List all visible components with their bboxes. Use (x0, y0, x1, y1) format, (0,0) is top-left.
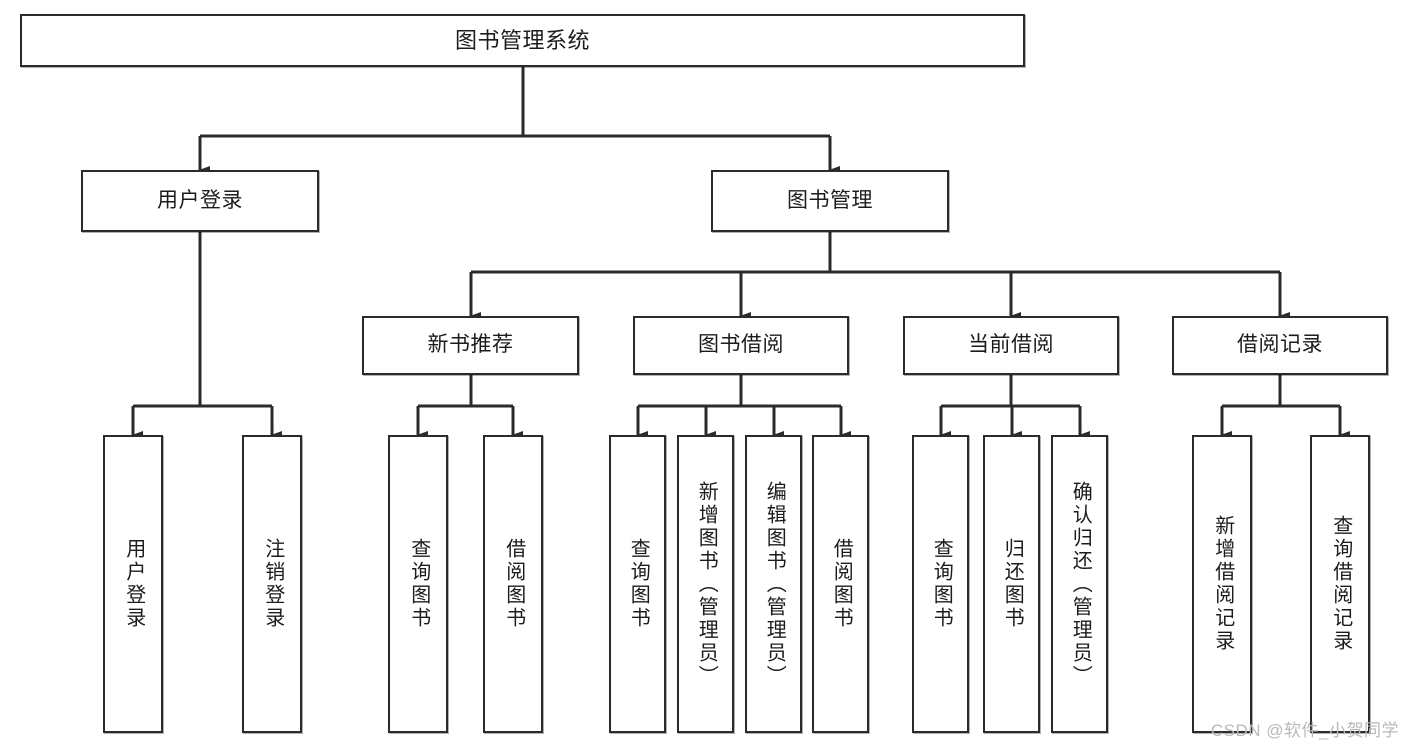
watermark: CSDN @软件_小贺同学 (1210, 721, 1399, 740)
node-l_login[interactable]: 用户登录 (103, 435, 163, 733)
node-label: 用户登录 (157, 188, 243, 212)
node-label: 归还图书 (1001, 538, 1024, 630)
node-label: 查询图书 (627, 538, 650, 630)
node-label: 查询图书 (407, 538, 430, 630)
node-label: 编辑图书（管理员） (763, 480, 786, 688)
node-c_confirm[interactable]: 确认归还（管理员） (1051, 435, 1108, 733)
node-b_add[interactable]: 新增图书（管理员） (677, 435, 734, 733)
node-r_add[interactable]: 新增借阅记录 (1192, 435, 1252, 733)
node-label: 查询借阅记录 (1329, 515, 1352, 653)
node-records[interactable]: 借阅记录 (1172, 316, 1388, 375)
node-label: 借阅图书 (502, 538, 525, 630)
node-label: 借阅图书 (830, 538, 853, 630)
node-c_return[interactable]: 归还图书 (983, 435, 1040, 733)
node-label: 用户登录 (122, 538, 145, 630)
node-label: 新增图书（管理员） (695, 480, 718, 688)
node-login[interactable]: 用户登录 (81, 170, 319, 232)
node-label: 新增借阅记录 (1211, 515, 1234, 653)
node-n_query[interactable]: 查询图书 (388, 435, 448, 733)
node-b_edit[interactable]: 编辑图书（管理员） (745, 435, 802, 733)
node-newbook[interactable]: 新书推荐 (362, 316, 579, 375)
node-label: 当前借阅 (968, 333, 1054, 357)
node-l_logout[interactable]: 注销登录 (242, 435, 302, 733)
node-label: 借阅记录 (1237, 333, 1323, 357)
node-label: 注销登录 (261, 538, 284, 630)
node-label: 确认归还（管理员） (1069, 480, 1092, 688)
node-r_query[interactable]: 查询借阅记录 (1310, 435, 1370, 733)
node-bookmgmt[interactable]: 图书管理 (711, 170, 949, 232)
node-b_query[interactable]: 查询图书 (609, 435, 666, 733)
node-label: 图书借阅 (698, 333, 784, 357)
node-n_borrow[interactable]: 借阅图书 (483, 435, 543, 733)
connector-group (131, 67, 1350, 439)
node-borrow[interactable]: 图书借阅 (633, 316, 849, 375)
node-current[interactable]: 当前借阅 (903, 316, 1119, 375)
node-label: 查询图书 (930, 538, 953, 630)
node-b_lend[interactable]: 借阅图书 (812, 435, 869, 733)
node-c_query[interactable]: 查询图书 (912, 435, 969, 733)
node-label: 图书管理系统 (454, 27, 590, 53)
node-label: 新书推荐 (427, 333, 514, 357)
node-root[interactable]: 图书管理系统 (20, 14, 1025, 67)
node-label: 图书管理 (787, 188, 873, 212)
